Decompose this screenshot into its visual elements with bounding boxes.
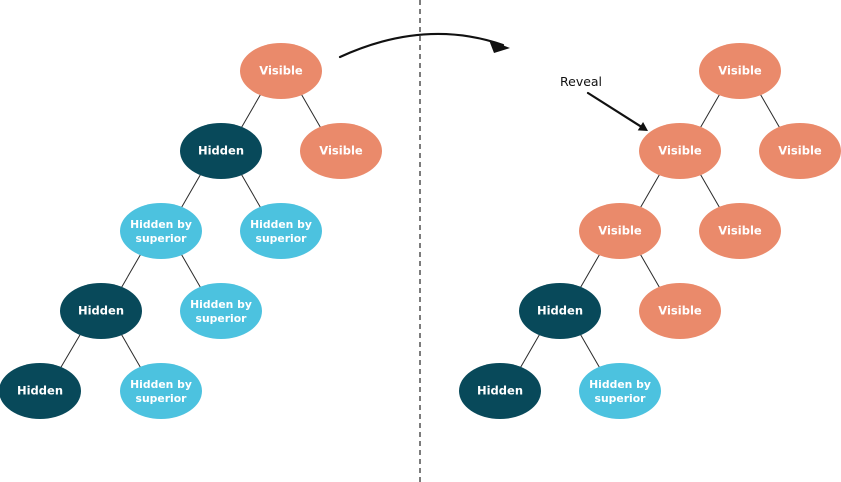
node-label: Visible <box>598 224 642 238</box>
node-ellipse <box>120 363 202 419</box>
node-ellipse <box>579 363 661 419</box>
tree-node-hidden[interactable]: Hidden <box>459 363 541 419</box>
annotation-arrow-shaft <box>586 91 642 128</box>
tree-edge <box>239 92 263 130</box>
annotation-label: Reveal <box>560 74 602 89</box>
tree-edge <box>179 252 203 290</box>
annotation-arrow-head <box>637 121 648 131</box>
annotation-reveal: Reveal <box>560 74 648 131</box>
node-label: Hidden <box>477 384 523 398</box>
edge-layer <box>58 92 782 371</box>
node-ellipse <box>519 283 601 339</box>
node-label: Hidden <box>17 384 63 398</box>
node-label: Visible <box>658 304 702 318</box>
node-ellipse <box>180 283 262 339</box>
tree-edge <box>698 172 722 210</box>
tree-node-visible[interactable]: Visible <box>639 123 721 179</box>
tree-edge <box>299 92 323 130</box>
tree-edge <box>179 172 203 210</box>
node-label: Visible <box>319 144 363 158</box>
tree-edge <box>119 252 143 290</box>
node-ellipse <box>240 203 322 259</box>
tree-node-visible[interactable]: Visible <box>699 203 781 259</box>
tree-node-visible[interactable]: Visible <box>639 283 721 339</box>
node-ellipse <box>180 123 262 179</box>
node-label: Visible <box>259 64 303 78</box>
tree-edge <box>239 172 263 210</box>
node-ellipse <box>240 43 322 99</box>
tree-node-hidden[interactable]: Hidden <box>0 363 81 419</box>
node-ellipse <box>699 43 781 99</box>
tree-node-hidden[interactable]: Hidden <box>180 123 262 179</box>
node-ellipse <box>459 363 541 419</box>
node-label: Visible <box>658 144 702 158</box>
node-ellipse <box>639 283 721 339</box>
node-ellipse <box>120 203 202 259</box>
tree-node-visible[interactable]: Visible <box>579 203 661 259</box>
transition-curved-arrow <box>338 32 510 59</box>
tree-node-visible[interactable]: Visible <box>240 43 322 99</box>
node-ellipse <box>60 283 142 339</box>
node-ellipse <box>699 203 781 259</box>
node-label: Hidden <box>78 304 124 318</box>
tree-edge <box>638 252 662 290</box>
tree-node-hidden[interactable]: Hidden <box>519 283 601 339</box>
tree-edge <box>758 92 782 130</box>
tree-node-visible[interactable]: Visible <box>699 43 781 99</box>
tree-edge <box>698 92 722 130</box>
node-ellipse <box>639 123 721 179</box>
tree-edge <box>578 252 602 290</box>
tree-node-visible[interactable]: Visible <box>300 123 382 179</box>
node-label: Visible <box>718 224 762 238</box>
node-ellipse <box>579 203 661 259</box>
tree-node-hidden[interactable]: Hidden <box>60 283 142 339</box>
node-label: Hidden <box>198 144 244 158</box>
tree-edge <box>58 331 83 371</box>
tree-edge <box>578 332 602 370</box>
node-ellipse <box>300 123 382 179</box>
tree-edge <box>119 332 143 370</box>
node-ellipse <box>0 363 81 419</box>
annotation-layer: Reveal <box>560 74 648 131</box>
tree-edge <box>518 332 542 370</box>
node-ellipse <box>759 123 841 179</box>
node-label: Visible <box>718 64 762 78</box>
tree-node-visible[interactable]: Visible <box>759 123 841 179</box>
node-label: Hidden <box>537 304 583 318</box>
tree-edge <box>638 172 662 210</box>
node-label: Visible <box>778 144 822 158</box>
